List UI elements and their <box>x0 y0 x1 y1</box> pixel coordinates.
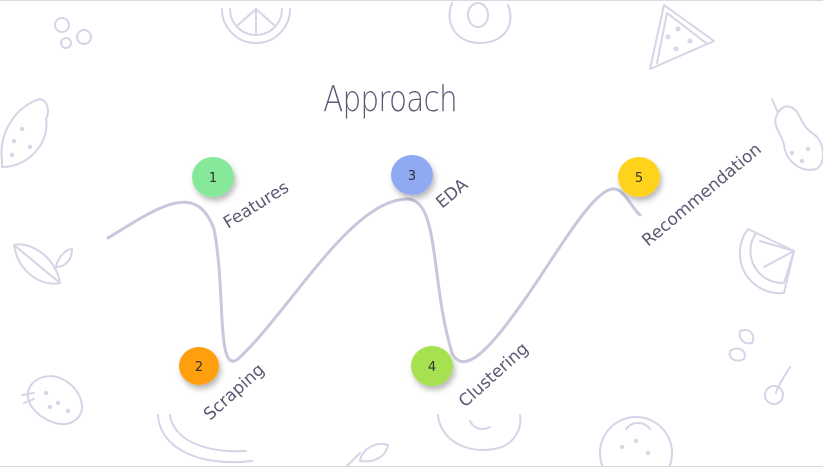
step-4-label: Clustering <box>455 339 533 412</box>
lemon-doodle <box>0 98 49 168</box>
step-4-circle <box>411 346 453 386</box>
step-3-number: 3 <box>408 169 416 184</box>
step-3-circle <box>391 155 433 195</box>
step-5-number: 5 <box>635 171 643 186</box>
step-2-number: 2 <box>195 360 203 375</box>
orange-slice-doodle <box>738 228 795 295</box>
step-5-label: Recommendation <box>638 139 765 250</box>
process-path <box>106 187 642 364</box>
step-1-number: 1 <box>209 171 217 186</box>
step-1-circle <box>192 157 234 197</box>
apple-slice-doodle <box>437 414 522 452</box>
step-2-circle <box>179 347 219 385</box>
step-3-marker: 3 <box>391 155 433 195</box>
step-5-marker: 5 <box>618 157 660 197</box>
step-5-circle <box>618 157 660 197</box>
mint-leaf-doodle <box>345 443 389 466</box>
leaf-doodle <box>13 243 73 285</box>
avocado-doodle <box>448 2 512 44</box>
step-4-marker: 4 <box>411 346 453 386</box>
step-3-label: EDA <box>432 175 472 213</box>
page-title: Approach <box>323 79 458 120</box>
step-1-marker: 1 <box>192 157 234 197</box>
citrus-slice-doodle <box>221 8 291 44</box>
step-4-number: 4 <box>428 360 436 375</box>
banana-doodle <box>157 414 253 464</box>
cherry-doodle <box>728 329 791 405</box>
pear-doodle <box>771 98 823 171</box>
bubbles-doodle <box>54 17 92 49</box>
watermelon-slice-doodle <box>649 4 715 70</box>
strawberry-doodle <box>21 375 83 426</box>
orange-doodle <box>599 416 673 466</box>
step-2-marker: 2 <box>179 347 219 385</box>
